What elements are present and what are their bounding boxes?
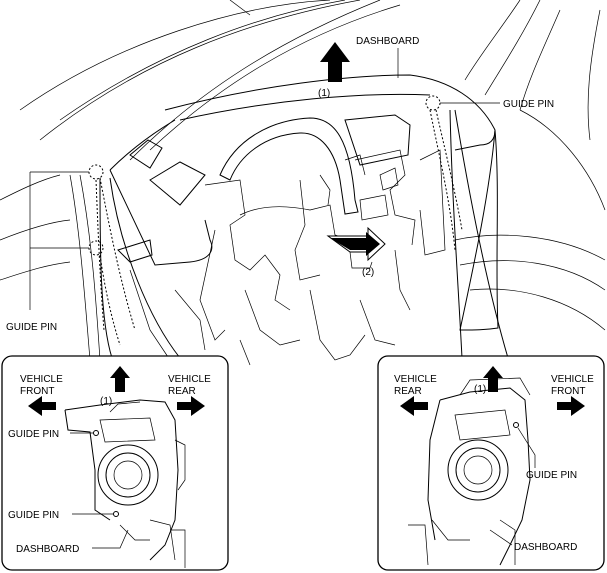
- up-arrow-1: [320, 42, 350, 82]
- left-inset-guide-pin-upper: [93, 430, 99, 436]
- left-guide-pin-lower-label: GUIDE PIN: [8, 510, 59, 521]
- right-rear-arrow: [400, 396, 428, 416]
- left-front-arrow: [28, 396, 56, 416]
- dashboard-top-label: DASHBOARD: [356, 36, 419, 47]
- pull-arrow-2: [326, 226, 386, 269]
- right-vehicle-rear-1: VEHICLE: [394, 374, 437, 385]
- left-vehicle-front-1: VEHICLE: [20, 374, 63, 385]
- right-inset: VEHICLE REAR VEHICLE FRONT (1) GUIDE PIN…: [377, 355, 605, 571]
- left-inset-connector-2: [99, 177, 113, 359]
- left-rear-arrow: [177, 396, 205, 416]
- right-front-arrow: [557, 396, 585, 416]
- right-inset-connector: [449, 109, 463, 359]
- left-inset: VEHICLE FRONT VEHICLE REAR (1) GUIDE PIN…: [1, 355, 229, 571]
- guide-pin-right-marker: [425, 95, 441, 111]
- right-callout-1: (1): [474, 384, 486, 395]
- right-vehicle-rear-2: REAR: [394, 386, 422, 397]
- left-callout-1: (1): [100, 396, 112, 407]
- left-guide-pin-upper-label: GUIDE PIN: [8, 429, 59, 440]
- dashboard-body: [109, 74, 499, 331]
- interior-frame: [129, 149, 446, 366]
- left-vehicle-rear-2: REAR: [168, 386, 196, 397]
- left-inset-guide-pin-lower: [113, 511, 119, 517]
- right-guide-pin-label: GUIDE PIN: [526, 470, 577, 481]
- right-vehicle-front-1: VEHICLE: [551, 374, 594, 385]
- guide-pin-markers: [88, 95, 463, 346]
- left-vehicle-rear-1: VEHICLE: [168, 374, 211, 385]
- left-up-arrow: [110, 366, 130, 392]
- left-dashboard-label: DASHBOARD: [16, 544, 79, 555]
- left-inset-connector: [109, 177, 181, 359]
- right-vehicle-front-2: FRONT: [551, 386, 585, 397]
- right-dashboard-label: DASHBOARD: [514, 542, 577, 553]
- guide-pin-top-right-label: GUIDE PIN: [503, 99, 554, 110]
- callout-2-main: (2): [362, 267, 374, 278]
- guide-pin-left-label: GUIDE PIN: [6, 322, 57, 333]
- left-vehicle-front-2: FRONT: [20, 386, 54, 397]
- guide-pin-upper-left-marker: [88, 164, 104, 180]
- left-guide-pin-leaders: [29, 171, 89, 310]
- callout-1-main: (1): [318, 88, 330, 99]
- right-inset-connector-2: [454, 109, 509, 359]
- right-inset-guide-pin: [513, 422, 519, 428]
- windshield-lines: [0, 0, 606, 361]
